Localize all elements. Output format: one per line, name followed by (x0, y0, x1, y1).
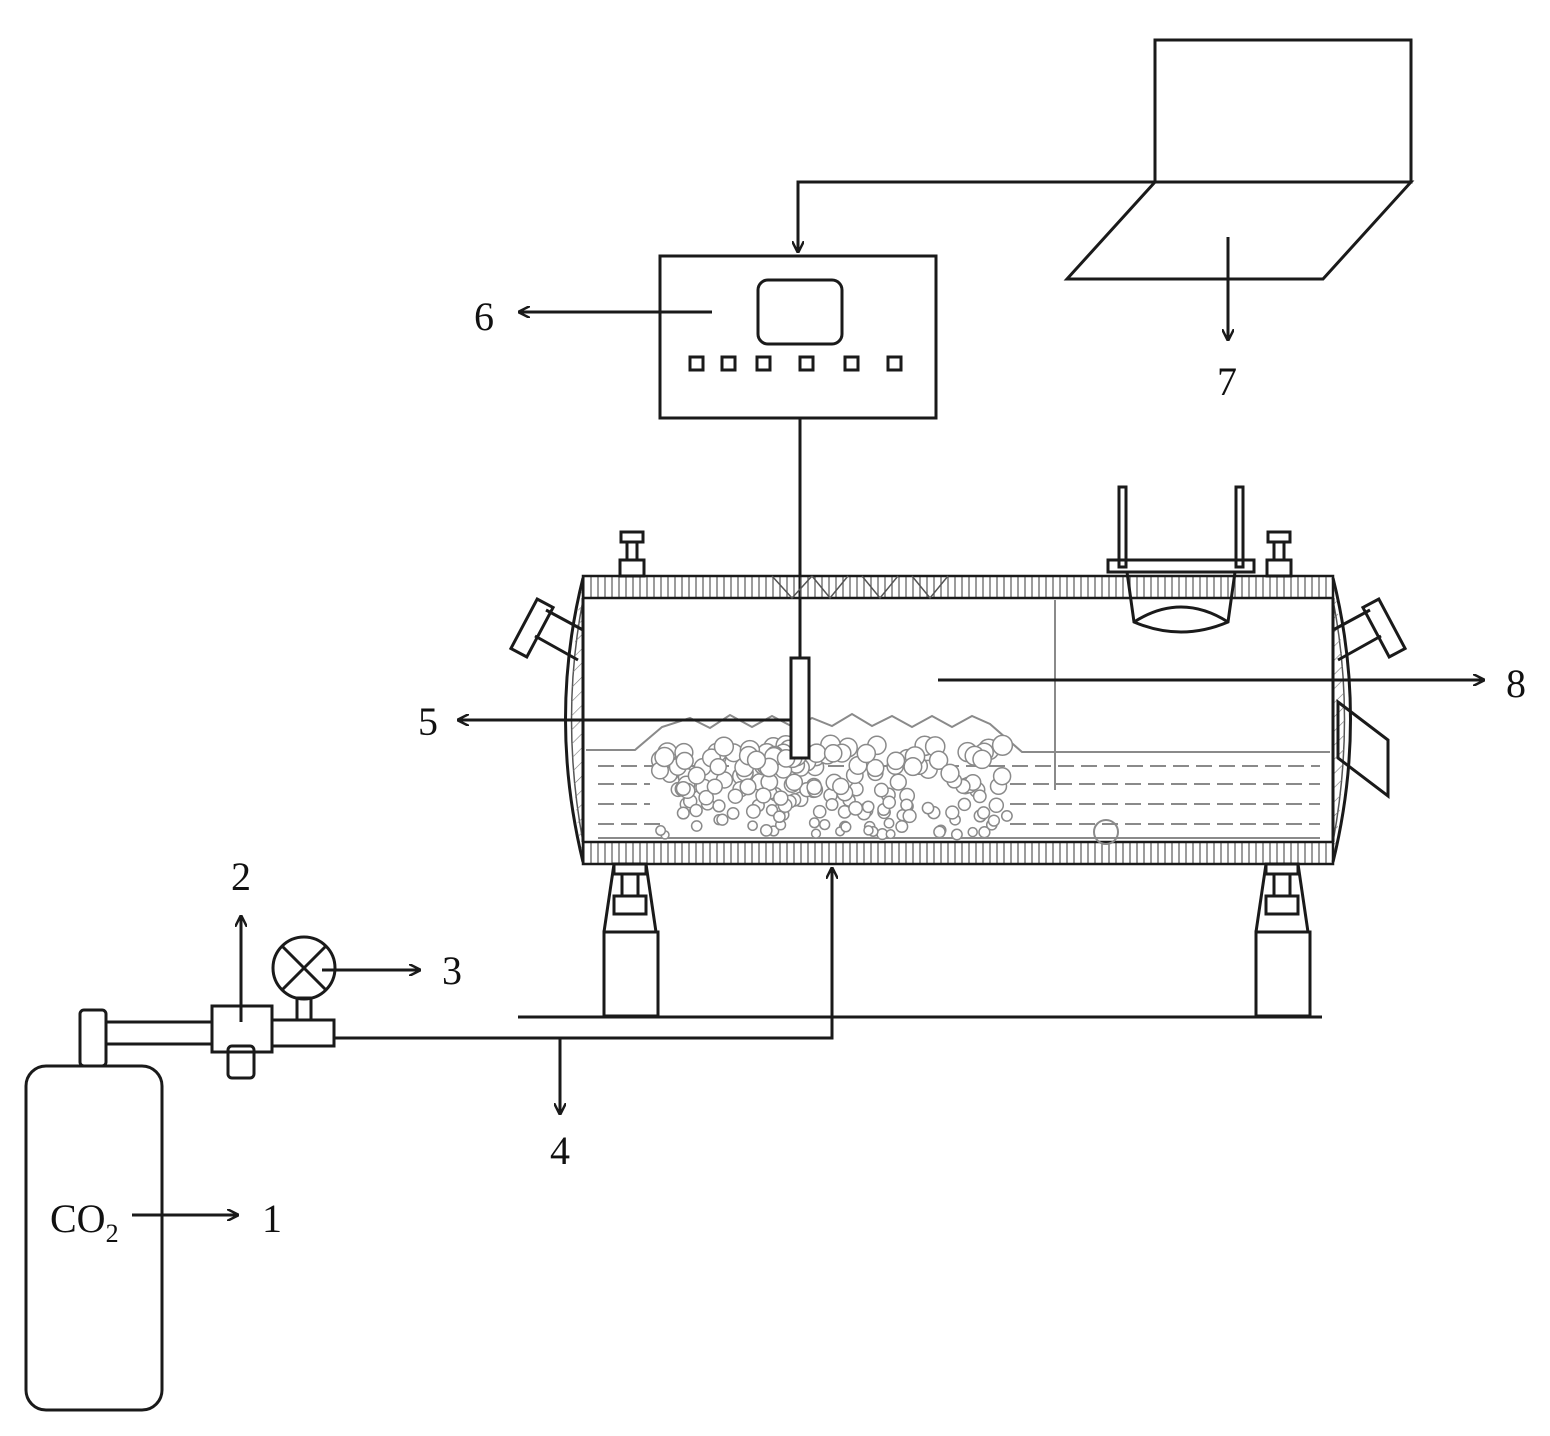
tank-leg-left (602, 862, 660, 1018)
bubble (903, 757, 923, 777)
pressure-regulator (104, 996, 336, 1080)
bubble (676, 806, 690, 820)
callout-arrows (132, 237, 1484, 1215)
callout-7: 7 (1217, 359, 1237, 404)
outlet-chute (1336, 698, 1390, 800)
callout-5: 5 (418, 699, 438, 744)
bubble (882, 795, 897, 810)
bubble (745, 803, 761, 819)
sensor-probe (789, 656, 811, 760)
bubble (675, 780, 691, 797)
bubble (698, 789, 715, 806)
bubble (889, 773, 907, 791)
bubble (988, 797, 1005, 814)
bubble (706, 778, 723, 795)
laptop-controller-cable (798, 180, 1155, 252)
bubble (840, 821, 852, 833)
fermentation-tank (508, 485, 1408, 866)
gas-pipe (334, 868, 832, 1040)
tank-leg-right (1254, 862, 1312, 1018)
callout-4: 4 (550, 1128, 570, 1173)
bubble (863, 825, 874, 836)
bubble (861, 800, 875, 814)
bubble (654, 746, 675, 768)
bubble (759, 824, 773, 837)
callout-1: 1 (262, 1196, 282, 1241)
bubble (883, 817, 895, 829)
bubble (978, 826, 991, 839)
manhole (1106, 485, 1256, 634)
bubble (823, 743, 843, 763)
bubble (873, 782, 889, 798)
bubble (690, 820, 703, 832)
bubble (746, 750, 767, 770)
laptop-computer (1063, 38, 1415, 281)
bubble (991, 734, 1014, 756)
bubble (856, 743, 877, 764)
bubble (675, 751, 694, 771)
bubble (806, 779, 823, 796)
bubble (950, 828, 963, 841)
bubble (689, 803, 703, 818)
bubble (940, 763, 960, 783)
side-nozzle-left (508, 597, 584, 662)
co2-bubbles (650, 734, 1014, 841)
top-wall-ports (771, 575, 949, 600)
bubble (967, 826, 978, 838)
bubble (825, 797, 839, 812)
controller-unit (658, 254, 938, 420)
bubble (687, 766, 706, 785)
bubble (773, 810, 786, 824)
bubble (902, 808, 917, 824)
bubble (885, 829, 896, 840)
bubble (808, 817, 820, 829)
callout-8: 8 (1506, 661, 1526, 706)
bubble (773, 790, 789, 806)
gas-label: CO2 (50, 1196, 119, 1248)
bubble (739, 778, 757, 796)
bubble (992, 766, 1012, 786)
callout-2: 2 (231, 854, 251, 899)
bubble (895, 819, 909, 834)
bubble (1000, 809, 1013, 822)
bubble (945, 805, 960, 820)
bubble (976, 806, 991, 820)
bubble (957, 797, 972, 812)
bubble (972, 789, 987, 804)
callout-6: 6 (474, 294, 494, 339)
bubble (812, 804, 827, 819)
bubble (921, 801, 935, 815)
pressure-gauge (271, 935, 337, 1001)
bubble (655, 825, 667, 836)
bubble (933, 825, 946, 839)
top-valve-right (1265, 530, 1293, 578)
bubble (747, 820, 758, 832)
bubble (928, 750, 949, 771)
bubble (810, 828, 822, 839)
top-valve-left (618, 530, 646, 578)
callout-3: 3 (442, 948, 462, 993)
bubble (987, 814, 1001, 827)
bubble (755, 787, 772, 804)
controller-display-screen (756, 278, 844, 346)
bubble (712, 799, 726, 813)
bubble (785, 773, 804, 792)
bubble (848, 800, 864, 816)
bubble (832, 777, 850, 796)
bubble (726, 806, 740, 820)
bubble (713, 736, 735, 757)
bubble (727, 788, 744, 804)
bubble (900, 798, 914, 812)
bubble (709, 758, 727, 776)
controller-buttons (688, 355, 903, 372)
bubble (886, 751, 906, 771)
bubble (716, 813, 729, 826)
bubble (819, 818, 831, 831)
bubble (972, 749, 992, 770)
side-nozzle-right (1332, 597, 1408, 662)
